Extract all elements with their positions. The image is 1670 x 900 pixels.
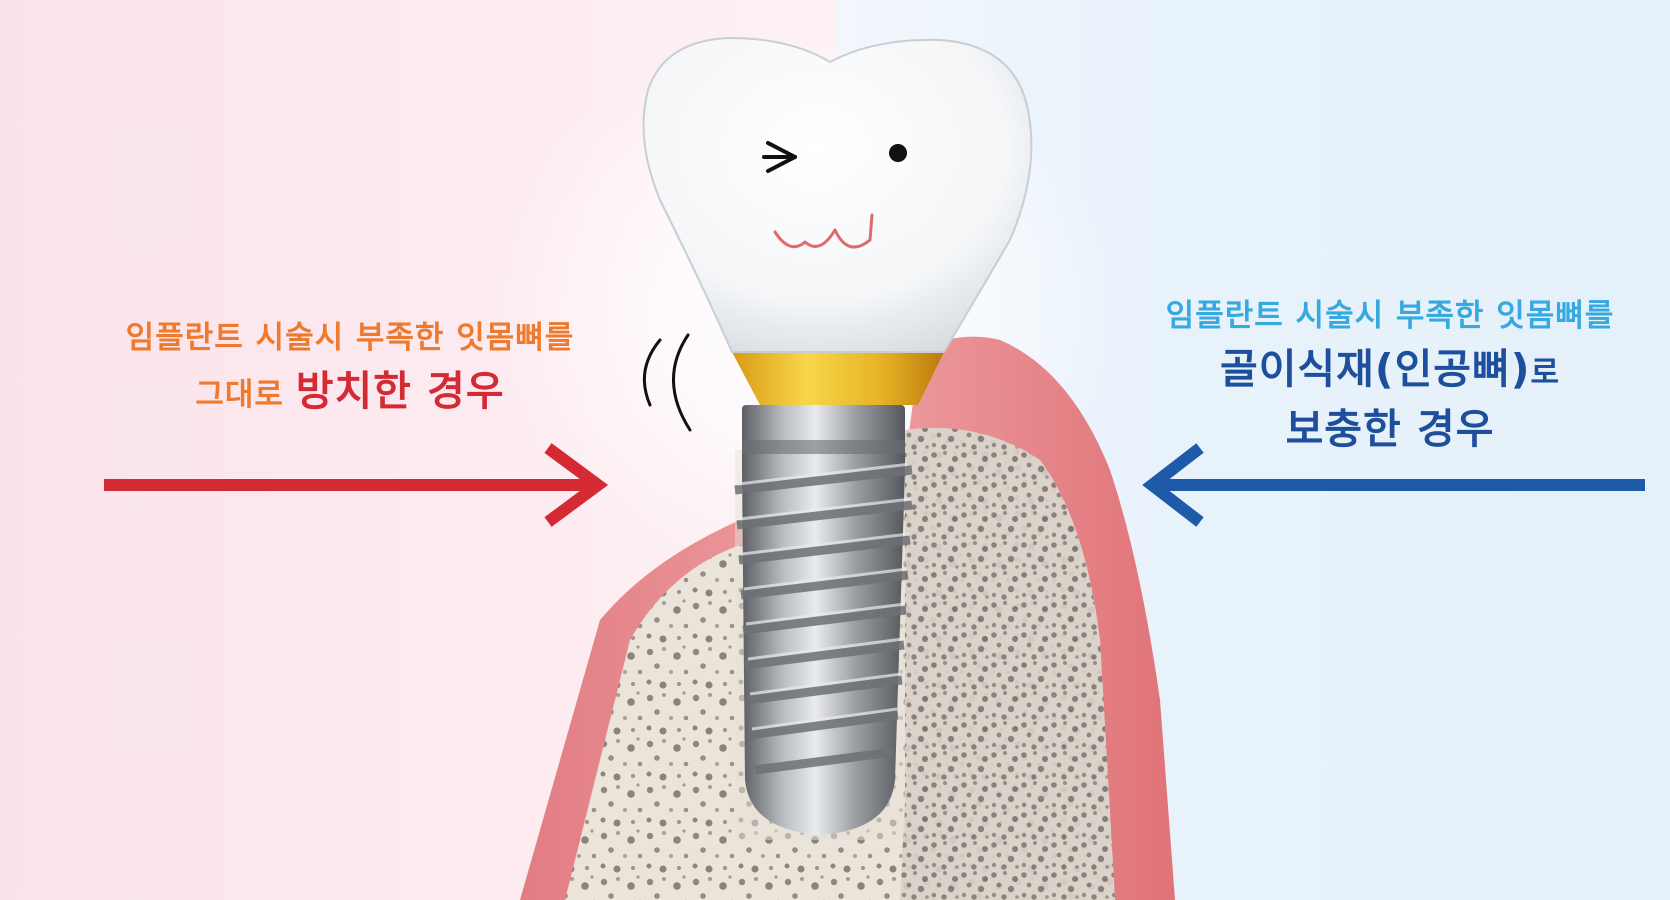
arrow-left-icon xyxy=(1142,443,1645,527)
right-caption-line1: 임플란트 시술시 부족한 잇몸뼈를 xyxy=(1165,298,1615,334)
vibration-arcs-icon xyxy=(642,333,692,432)
implant-screw xyxy=(734,405,913,835)
tooth-crown xyxy=(642,36,1033,353)
left-caption-line2: 그대로 방치한 경우 xyxy=(60,357,640,417)
left-caption-emphasis: 방치한 경우 xyxy=(295,367,505,415)
grafted-bone xyxy=(900,428,1115,900)
right-caption-emphasis: 골이식재(인공뼈) xyxy=(1219,345,1531,393)
tooth-face xyxy=(762,141,907,249)
smile-mouth-icon xyxy=(773,213,874,249)
left-caption-line1: 임플란트 시술시 부족한 잇몸뼈를 xyxy=(125,320,575,356)
crown-collar xyxy=(732,352,944,405)
right-caption-line2: 골이식재(인공뼈)로 xyxy=(1120,335,1660,395)
right-caption: 임플란트 시술시 부족한 잇몸뼈를 골이식재(인공뼈)로 보충한 경우 xyxy=(1120,290,1660,455)
open-eye-icon xyxy=(889,144,907,162)
right-caption-line3: 보충한 경우 xyxy=(1285,405,1495,453)
left-caption-prefix: 그대로 xyxy=(195,377,296,413)
arrow-right-icon xyxy=(104,443,609,527)
right-caption-suffix: 로 xyxy=(1530,355,1561,391)
left-caption: 임플란트 시술시 부족한 잇몸뼈를 그대로 방치한 경우 xyxy=(60,312,640,417)
